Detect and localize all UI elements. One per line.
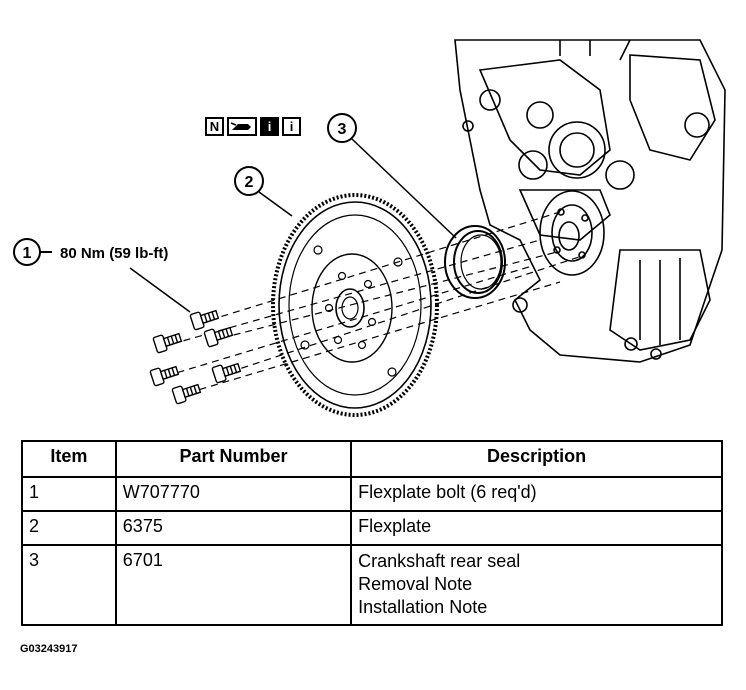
bolt <box>149 365 180 387</box>
info-filled-icon: i <box>260 117 279 136</box>
cell-description: Flexplate bolt (6 req'd) <box>350 476 723 512</box>
n-icon: N <box>205 117 224 136</box>
flexplate-exploded-diagram: 1 80 Nm (59 lb-ft) 2 3 <box>13 39 726 417</box>
parts-table: Item Part Number Description 1 W707770 F… <box>21 440 723 626</box>
callout-2-number: 2 <box>245 174 254 191</box>
info-outline-icon: i <box>282 117 301 136</box>
cell-part-number: W707770 <box>114 476 353 512</box>
callout-1: 1 80 Nm (59 lb-ft) <box>13 238 191 313</box>
header-description: Description <box>350 440 723 478</box>
figure-id: G03243917 <box>20 643 78 655</box>
bolt <box>203 326 234 348</box>
engine-block <box>454 39 726 363</box>
alignment-lines <box>165 211 583 394</box>
callout-1-number: 1 <box>23 245 32 262</box>
installation-note-link[interactable]: Installation Note <box>358 597 488 617</box>
callout-3-number: 3 <box>338 121 347 138</box>
header-item: Item <box>21 440 117 478</box>
cell-item: 2 <box>21 510 117 546</box>
bolt <box>152 332 183 354</box>
cell-item: 3 <box>21 544 117 626</box>
bolt <box>189 309 220 331</box>
bolt <box>211 362 242 384</box>
callout-3: 3 <box>327 113 457 239</box>
cell-part-number: 6375 <box>114 510 353 546</box>
bolt <box>171 383 202 405</box>
oil-can-icon <box>227 117 257 136</box>
flexplate-bolts <box>149 309 242 405</box>
table-row: 1 W707770 Flexplate bolt (6 req'd) <box>21 476 723 512</box>
cell-description: Flexplate <box>350 510 723 546</box>
removal-note-link[interactable]: Removal Note <box>358 574 473 594</box>
description-line: Crankshaft rear seal <box>358 551 521 571</box>
cell-item: 1 <box>21 476 117 512</box>
flexplate <box>271 193 439 417</box>
header-part-number: Part Number <box>114 440 353 478</box>
table-row: 2 6375 Flexplate <box>21 510 723 546</box>
cell-description: Crankshaft rear seal Removal Note Instal… <box>350 544 723 626</box>
table-header-row: Item Part Number Description <box>21 440 723 478</box>
table-row: 3 6701 Crankshaft rear seal Removal Note… <box>21 544 723 626</box>
cell-part-number: 6701 <box>114 544 353 626</box>
callout-2: 2 <box>234 166 293 217</box>
torque-spec-label: 80 Nm (59 lb-ft) <box>60 245 168 262</box>
